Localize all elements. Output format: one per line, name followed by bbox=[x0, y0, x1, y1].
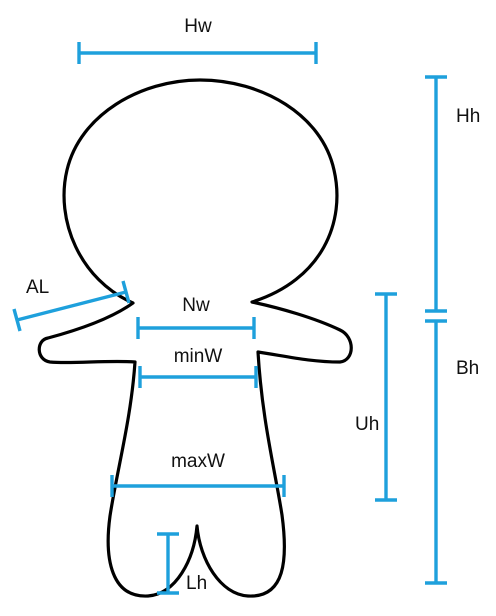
maxw-label: maxW bbox=[171, 451, 225, 472]
lh-label: Lh bbox=[186, 573, 207, 594]
nw-dimension: Nw bbox=[136, 295, 256, 339]
lh-dimension: Lh bbox=[157, 532, 207, 595]
al-dimension: AL bbox=[12, 277, 131, 332]
hw-label: Hw bbox=[184, 16, 212, 37]
al-label: AL bbox=[26, 277, 49, 298]
figure-outline bbox=[37, 78, 353, 598]
al-line bbox=[16, 290, 127, 322]
al-tick-outer bbox=[12, 308, 22, 332]
maxw-dimension: maxW bbox=[110, 451, 286, 497]
minw-dimension: minW bbox=[138, 346, 258, 388]
uh-label: Uh bbox=[355, 414, 379, 435]
nw-label: Nw bbox=[182, 295, 210, 316]
hh-dimension: Hh bbox=[425, 75, 480, 313]
uh-dimension: Uh bbox=[355, 292, 397, 502]
al-tick-inner bbox=[121, 280, 131, 304]
minw-label: minW bbox=[174, 346, 223, 367]
hw-dimension: Hw bbox=[77, 16, 318, 64]
hh-label: Hh bbox=[456, 106, 480, 127]
bh-dimension: Bh bbox=[425, 319, 479, 585]
bh-label: Bh bbox=[456, 358, 479, 379]
